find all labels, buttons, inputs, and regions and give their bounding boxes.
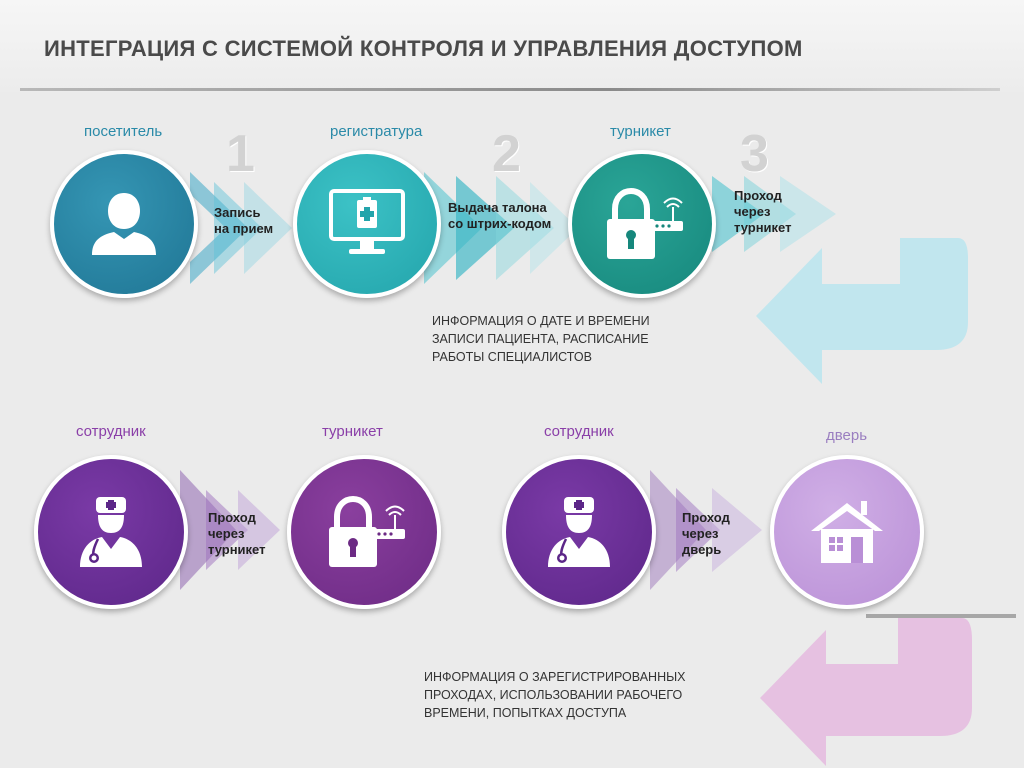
header-divider <box>20 88 1000 91</box>
employee-circle-2 <box>502 455 656 609</box>
step-4-line-2: через <box>208 526 245 541</box>
step-text-1: Запись на прием <box>214 205 273 237</box>
accent-bar <box>866 614 1016 618</box>
step-1-line-2: на прием <box>214 221 274 236</box>
info-1-line-1: ИНФОРМАЦИЯ О ДАТЕ И ВРЕМЕНИ <box>432 314 650 328</box>
info-2-line-2: ПРОХОДАХ, ИСПОЛЬЗОВАНИИ РАБОЧЕГО <box>424 688 683 702</box>
visitor-circle <box>50 150 198 298</box>
step-3-line-3: турникет <box>734 220 792 235</box>
info-2-line-3: ВРЕМЕНИ, ПОПЫТКАХ ДОСТУПА <box>424 706 627 720</box>
step-1-line-1: Запись <box>214 205 261 220</box>
info-1-line-2: ЗАПИСИ ПАЦИЕНТА, РАСПИСАНИЕ <box>432 332 649 346</box>
step-text-2: Выдача талона со штрих-кодом <box>448 200 551 232</box>
step-3-line-2: через <box>734 204 771 219</box>
info-block-2: ИНФОРМАЦИЯ О ЗАРЕГИСТРИРОВАННЫХ ПРОХОДАХ… <box>424 668 686 722</box>
info-2-line-1: ИНФОРМАЦИЯ О ЗАРЕГИСТРИРОВАННЫХ <box>424 670 686 684</box>
turnstile-circle-1 <box>568 150 716 298</box>
step-3-line-1: Проход <box>734 188 782 203</box>
lock-icon <box>607 187 683 259</box>
doctor-icon <box>80 497 142 567</box>
registry-circle <box>293 150 441 298</box>
house-icon <box>811 501 883 563</box>
chevron-group-3-icon <box>712 176 836 252</box>
step-5-line-1: Проход <box>682 510 730 525</box>
lock-icon <box>329 495 405 567</box>
step-4-line-3: турникет <box>208 542 266 557</box>
user-icon <box>92 193 156 255</box>
node-label-turnstile: турникет <box>610 123 671 140</box>
step-number-1: 1 <box>226 125 255 183</box>
info-1-line-3: РАБОТЫ СПЕЦИАЛИСТОВ <box>432 350 592 364</box>
info-block-1: ИНФОРМАЦИЯ О ДАТЕ И ВРЕМЕНИ ЗАПИСИ ПАЦИЕ… <box>432 312 650 366</box>
chevron-group-2-icon <box>424 172 578 284</box>
doctor-icon <box>548 497 610 567</box>
step-5-line-2: через <box>682 526 719 541</box>
step-text-3: Проход через турникет <box>734 188 791 236</box>
step-number-3: 3 <box>740 125 769 183</box>
node-label-visitor: посетитель <box>84 123 163 140</box>
chevron-group-4-icon <box>180 470 280 590</box>
header-band <box>0 0 1024 92</box>
step-4-line-1: Проход <box>208 510 256 525</box>
node-label-turnstile-2: турникет <box>322 423 383 440</box>
page-title: ИНТЕГРАЦИЯ С СИСТЕМОЙ КОНТРОЛЯ И УПРАВЛЕ… <box>44 36 803 61</box>
door-circle <box>770 455 924 609</box>
step-2-line-2: со штрих-кодом <box>448 216 552 231</box>
return-arrow-pink-icon <box>760 618 972 766</box>
node-label-employee-2: сотрудник <box>544 423 614 440</box>
node-label-registry: регистратура <box>330 123 423 140</box>
node-label-door: дверь <box>826 427 868 444</box>
node-label-employee-1: сотрудник <box>76 423 146 440</box>
step-5-line-3: дверь <box>682 542 722 557</box>
chevron-group-5-icon <box>650 470 762 590</box>
step-number-2: 2 <box>492 125 521 183</box>
turnstile-circle-2 <box>287 455 441 609</box>
step-2-line-1: Выдача талона <box>448 200 547 215</box>
monitor-icon <box>329 189 405 254</box>
step-text-4: Проход через турникет <box>208 510 265 558</box>
chevron-group-1-icon <box>190 172 292 284</box>
step-text-5: Проход через дверь <box>682 510 730 558</box>
return-arrow-teal-icon <box>756 238 968 384</box>
employee-circle-1 <box>34 455 188 609</box>
